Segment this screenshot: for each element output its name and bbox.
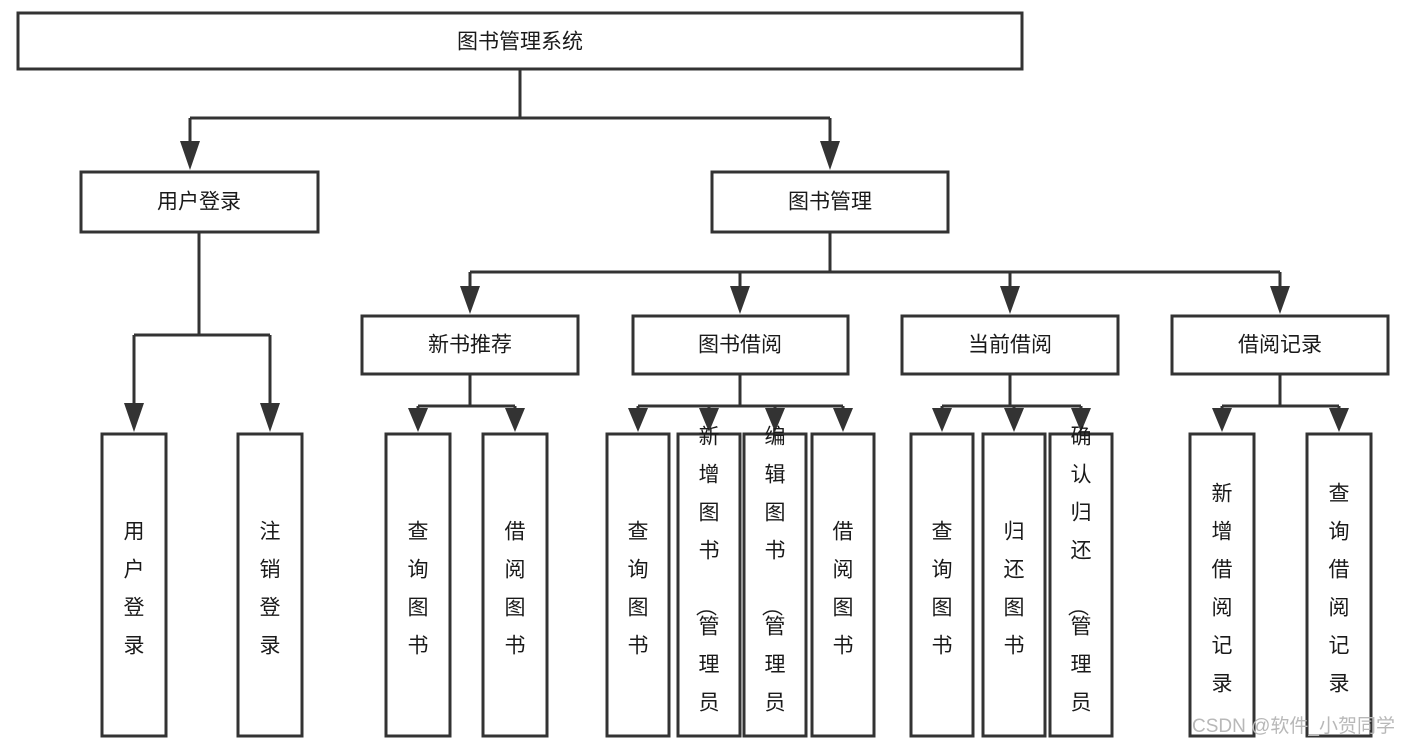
node-leaf-add-borrow-record-label: 新增借阅记录 — [1212, 483, 1233, 696]
connector-group-root — [180, 69, 840, 170]
arrow-head-leaf-query-book-1 — [408, 408, 428, 432]
node-leaf-add-borrow-record-box[interactable] — [1188, 432, 1256, 738]
node-leaf-add-book-box[interactable] — [676, 432, 742, 738]
node-root-box[interactable] — [16, 11, 1024, 71]
node-book-manage-label: 图书管理 — [788, 191, 872, 214]
arrow-head-leaf-add-borrow-record — [1212, 408, 1232, 432]
node-leaf-confirm-return-box[interactable] — [1048, 432, 1114, 738]
node-leaf-confirm-return[interactable]: 确认归还（管理员） — [1048, 426, 1114, 747]
node-book-manage-box[interactable] — [710, 170, 950, 234]
node-leaf-query-borrow-record[interactable]: 查询借阅记录 — [1305, 432, 1373, 738]
arrow-head-leaf-edit-book — [765, 408, 785, 432]
connector-group-book-manage — [460, 232, 1290, 314]
arrow-head-leaf-user-login — [124, 403, 144, 432]
node-leaf-query-book-1-box[interactable] — [384, 432, 452, 738]
node-leaf-edit-book[interactable]: 编辑图书（管理员） — [742, 426, 808, 747]
node-leaf-add-book-label: 新增图书（管理员） — [694, 426, 720, 747]
csdn-watermark: CSDN @软件_小贺同学 — [1192, 715, 1395, 737]
node-leaf-user-login[interactable]: 用户登录 — [100, 432, 168, 738]
node-leaf-query-borrow-record-box[interactable] — [1305, 432, 1373, 738]
node-book-borrow[interactable]: 图书借阅 — [631, 314, 850, 376]
node-leaf-confirm-return-label: 确认归还（管理员） — [1066, 426, 1092, 747]
node-leaf-return-book-box[interactable] — [981, 432, 1047, 738]
node-borrow-record-box[interactable] — [1170, 314, 1390, 376]
node-current-borrow-box[interactable] — [900, 314, 1120, 376]
arrow-head-current-borrow — [1000, 286, 1020, 314]
node-leaf-query-book-2[interactable]: 查询图书 — [605, 432, 671, 738]
node-root[interactable]: 图书管理系统 — [16, 11, 1024, 71]
node-user-login[interactable]: 用户登录 — [79, 170, 320, 234]
arrow-head-leaf-borrow-book-2 — [833, 408, 853, 432]
node-leaf-borrow-book-1-label: 借阅图书 — [505, 521, 526, 658]
node-leaf-user-login-box[interactable] — [100, 432, 168, 738]
node-book-manage[interactable]: 图书管理 — [710, 170, 950, 234]
node-leaf-query-book-1-label: 查询图书 — [408, 521, 429, 658]
node-leaf-borrow-book-2[interactable]: 借阅图书 — [810, 432, 876, 738]
node-leaf-return-book[interactable]: 归还图书 — [981, 432, 1047, 738]
connector-group-user-login — [124, 232, 280, 432]
node-leaf-query-book-3[interactable]: 查询图书 — [909, 432, 975, 738]
node-new-book-recommend-box[interactable] — [360, 314, 580, 376]
node-leaf-add-borrow-record[interactable]: 新增借阅记录 — [1188, 432, 1256, 738]
arrow-head-leaf-return-book — [1004, 408, 1024, 432]
node-leaf-borrow-book-1[interactable]: 借阅图书 — [481, 432, 549, 738]
node-book-borrow-label: 图书借阅 — [698, 334, 782, 357]
node-leaf-borrow-book-1-box[interactable] — [481, 432, 549, 738]
node-leaf-borrow-book-2-label: 借阅图书 — [833, 521, 854, 658]
node-leaf-query-book-2-box[interactable] — [605, 432, 671, 738]
node-book-borrow-box[interactable] — [631, 314, 850, 376]
arrow-head-leaf-query-book-2 — [628, 408, 648, 432]
node-root-label: 图书管理系统 — [457, 31, 583, 54]
connector-group-borrow-record — [1212, 374, 1349, 432]
node-new-book-recommend[interactable]: 新书推荐 — [360, 314, 580, 376]
node-leaf-query-book-3-box[interactable] — [909, 432, 975, 738]
arrow-head-leaf-add-book — [699, 408, 719, 432]
arrow-head-leaf-confirm-return — [1071, 408, 1091, 432]
arrow-head-leaf-query-book-3 — [932, 408, 952, 432]
arrow-head-leaf-query-borrow-record — [1329, 408, 1349, 432]
node-new-book-recommend-label: 新书推荐 — [428, 334, 512, 357]
arrow-head-borrow-record — [1270, 286, 1290, 314]
node-borrow-record[interactable]: 借阅记录 — [1170, 314, 1390, 376]
node-current-borrow[interactable]: 当前借阅 — [900, 314, 1120, 376]
arrow-head-user-login — [180, 141, 200, 170]
node-leaf-query-book-3-label: 查询图书 — [932, 521, 953, 658]
node-leaf-logout-login-box[interactable] — [236, 432, 304, 738]
node-leaf-edit-book-box[interactable] — [742, 432, 808, 738]
arrow-head-book-manage — [820, 141, 840, 170]
arrow-head-book-borrow — [730, 286, 750, 314]
node-user-login-label: 用户登录 — [157, 191, 241, 214]
node-leaf-add-book[interactable]: 新增图书（管理员） — [676, 426, 742, 747]
connector-group-book-borrow — [628, 374, 853, 432]
node-borrow-record-label: 借阅记录 — [1238, 334, 1322, 357]
node-leaf-edit-book-label: 编辑图书（管理员） — [760, 426, 786, 747]
node-leaf-logout-login[interactable]: 注销登录 — [236, 432, 304, 738]
node-leaf-user-login-label: 用户登录 — [124, 521, 145, 658]
arrow-head-new-book-recommend — [460, 286, 480, 314]
node-leaf-return-book-label: 归还图书 — [1004, 521, 1025, 658]
node-current-borrow-label: 当前借阅 — [968, 334, 1052, 357]
arrow-head-leaf-borrow-book-1 — [505, 408, 525, 432]
node-leaf-query-borrow-record-label: 查询借阅记录 — [1329, 483, 1350, 696]
connector-group-new-book-recommend — [408, 374, 525, 432]
node-leaf-borrow-book-2-box[interactable] — [810, 432, 876, 738]
node-leaf-query-book-1[interactable]: 查询图书 — [384, 432, 452, 738]
node-user-login-box[interactable] — [79, 170, 320, 234]
connector-group-current-borrow — [932, 374, 1091, 432]
node-leaf-logout-login-label: 注销登录 — [260, 521, 281, 658]
node-leaf-query-book-2-label: 查询图书 — [628, 521, 649, 658]
arrow-head-leaf-logout-login — [260, 403, 280, 432]
